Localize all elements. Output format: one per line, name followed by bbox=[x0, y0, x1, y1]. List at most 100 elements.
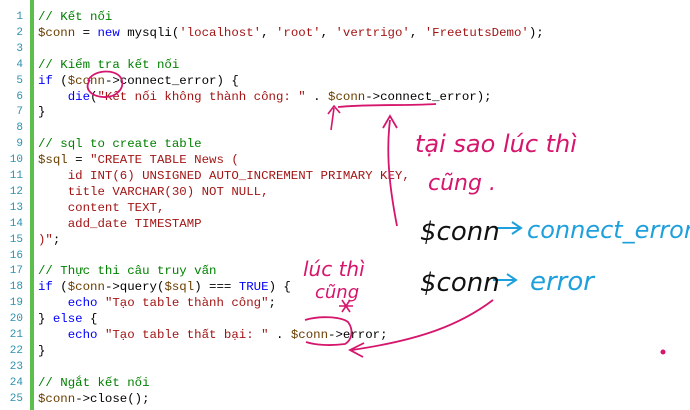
line-number: 21 bbox=[9, 329, 23, 341]
note-why-sometimes: tại sao lúc thì bbox=[415, 130, 577, 158]
code-line[interactable]: 17 // Thực thi câu truy vấn bbox=[0, 262, 690, 281]
code-line[interactable]: 23 bbox=[0, 358, 690, 377]
code-text: if ($conn->query($sql) === TRUE) { bbox=[38, 278, 291, 297]
code-token: = bbox=[75, 25, 98, 40]
code-line[interactable]: 8 bbox=[0, 119, 690, 138]
small-up-arrow-icon bbox=[327, 104, 341, 131]
code-token: if bbox=[38, 280, 53, 295]
code-text: // Kiểm tra kết nối bbox=[38, 56, 179, 75]
mapping-conn-1: $conn bbox=[420, 217, 500, 247]
code-text: } else { bbox=[38, 310, 98, 329]
change-indicator-bar bbox=[30, 0, 34, 410]
line-number: 19 bbox=[9, 297, 23, 310]
code-text: title VARCHAR(30) NOT NULL, bbox=[38, 183, 269, 202]
line-number: 17 bbox=[9, 265, 23, 278]
code-token: $sql bbox=[38, 153, 68, 168]
note-sometimes-2: lúc thì bbox=[303, 257, 365, 281]
line-number: 2 bbox=[16, 26, 23, 39]
line-number: 18 bbox=[9, 281, 23, 294]
code-text: // Thực thi câu truy vấn bbox=[38, 262, 216, 281]
code-line[interactable]: 18 if ($conn->query($sql) === TRUE) { bbox=[0, 278, 690, 297]
code-token: ; bbox=[268, 296, 276, 311]
code-line[interactable]: 13 content TEXT, bbox=[0, 199, 690, 218]
code-token: $conn bbox=[328, 89, 366, 104]
code-line[interactable]: 4// Kiểm tra kết nối bbox=[0, 56, 690, 75]
line-number: 7 bbox=[16, 106, 23, 119]
code-token: echo bbox=[67, 296, 98, 311]
code-line[interactable]: 9 // sql to create table bbox=[0, 135, 690, 154]
code-token: else bbox=[52, 312, 83, 327]
code-line[interactable]: 2 $conn = new mysqli('localhost', 'root',… bbox=[0, 24, 690, 43]
code-text: $conn->close(); bbox=[38, 390, 150, 409]
code-token: , bbox=[409, 25, 425, 40]
code-line[interactable]: 14 add_date TIMESTAMP bbox=[0, 215, 690, 234]
line-number-gutter bbox=[0, 0, 28, 410]
code-line[interactable]: 12 title VARCHAR(30) NOT NULL, bbox=[0, 183, 690, 202]
code-line[interactable]: 24 // Ngắt kết nối bbox=[0, 374, 690, 393]
line-number: 8 bbox=[16, 122, 23, 135]
code-line[interactable]: 19 echo "Tạo table thành công"; bbox=[0, 294, 690, 313]
note-why-also: cũng . bbox=[428, 171, 496, 196]
code-token: = bbox=[67, 153, 91, 168]
line-number: 3 bbox=[16, 42, 23, 55]
code-line[interactable]: 1// Kết nối bbox=[0, 8, 690, 27]
code-token: } bbox=[38, 312, 53, 327]
code-line[interactable]: 11 id INT(6) UNSIGNED AUTO_INCREMENT PRI… bbox=[0, 167, 690, 186]
code-token: $sql bbox=[164, 280, 195, 295]
code-text: id INT(6) UNSIGNED AUTO_INCREMENT PRIMAR… bbox=[38, 167, 410, 186]
code-token: $conn bbox=[67, 280, 105, 295]
code-token: . bbox=[305, 89, 329, 104]
ink-dot-icon bbox=[660, 349, 666, 355]
code-token: ->query( bbox=[104, 280, 165, 295]
code-token: 'root' bbox=[275, 25, 321, 40]
code-line[interactable]: 15)"; bbox=[0, 231, 690, 250]
line-number: 25 bbox=[9, 392, 23, 405]
code-text: echo "Tạo table thành công"; bbox=[38, 294, 276, 313]
arrow-right-icon-1 bbox=[497, 221, 523, 235]
code-token: )" bbox=[38, 232, 53, 247]
code-token: // sql to create table bbox=[38, 137, 202, 152]
code-line[interactable]: 3 bbox=[0, 40, 690, 59]
code-line[interactable]: 20 } else { bbox=[0, 310, 690, 329]
line-number: 6 bbox=[16, 90, 23, 103]
code-token: ) { bbox=[268, 280, 291, 295]
line-number: 13 bbox=[9, 201, 23, 214]
line-number: 23 bbox=[9, 360, 23, 373]
code-token: , bbox=[261, 25, 276, 40]
code-token: ; bbox=[52, 232, 61, 247]
code-text: add_date TIMESTAMP bbox=[38, 215, 202, 234]
line-number: 16 bbox=[9, 249, 23, 262]
code-line[interactable]: 21 echo "Tạo table thất bại: " . $conn->… bbox=[0, 326, 690, 345]
underline-connect-error-icon bbox=[337, 103, 437, 108]
line-number: 20 bbox=[9, 313, 23, 326]
code-token: "Tạo table thất bại: " bbox=[104, 328, 269, 342]
line-number: 12 bbox=[9, 185, 23, 198]
code-text: if ($conn->connect_error) { bbox=[38, 72, 239, 91]
code-token: "Tạo table thành công" bbox=[104, 296, 269, 311]
code-token: ( bbox=[52, 73, 68, 88]
code-token: if bbox=[38, 73, 53, 88]
code-token: 'FreetutsDemo' bbox=[424, 25, 529, 40]
code-token: // Kiểm tra kết nối bbox=[38, 57, 180, 72]
line-number: 24 bbox=[9, 376, 23, 389]
code-token: // Kết nối bbox=[38, 10, 113, 24]
arrow-to-error-icon bbox=[348, 299, 494, 358]
line-number: 10 bbox=[9, 154, 23, 167]
code-line[interactable]: 7} bbox=[0, 103, 690, 122]
code-text: $conn = new mysqli('localhost', 'root', … bbox=[38, 24, 544, 43]
code-line[interactable]: 25 $conn->close(); bbox=[0, 390, 690, 409]
code-token: ->close(); bbox=[75, 391, 150, 406]
code-token: echo bbox=[67, 328, 98, 342]
code-line[interactable]: 10$sql = "CREATE TABLE News ( bbox=[0, 151, 690, 170]
line-number: 9 bbox=[16, 138, 23, 151]
code-token: // Ngắt kết nối bbox=[38, 375, 150, 390]
code-token: . bbox=[268, 328, 291, 342]
line-number: 22 bbox=[9, 344, 23, 357]
code-line[interactable]: 16 bbox=[0, 247, 690, 266]
code-token: new bbox=[97, 25, 120, 40]
code-text: content TEXT, bbox=[38, 199, 165, 218]
code-line[interactable]: 22} bbox=[0, 342, 690, 361]
